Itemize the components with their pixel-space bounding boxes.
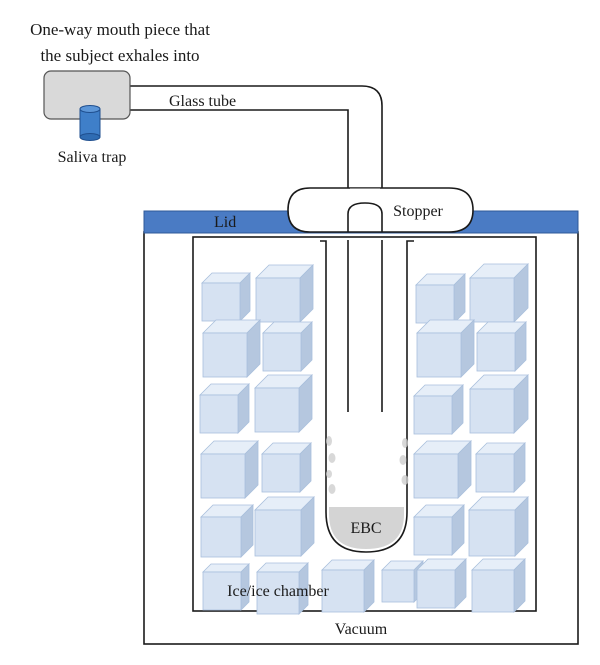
ice-cube <box>416 319 475 378</box>
ice-cube <box>471 558 526 613</box>
saliva-trap-label: Saliva trap <box>58 149 127 166</box>
ice-cube <box>202 319 261 378</box>
glass-tube-inner-wall <box>128 109 349 190</box>
stopper <box>287 187 474 233</box>
ice-chamber-label: Ice/ice chamber <box>227 583 329 600</box>
ice-cube <box>262 321 313 372</box>
glass-tube-label: Glass tube <box>169 93 236 110</box>
ice-cube <box>261 442 312 493</box>
ice-cube <box>202 563 250 611</box>
ice-cube <box>413 384 464 435</box>
ice-cube <box>416 558 467 609</box>
stopper-label: Stopper <box>393 203 443 220</box>
ice-cube <box>468 496 529 557</box>
mouthpiece-label-line2: the subject exhales into <box>40 46 199 65</box>
ice-cube <box>415 273 466 324</box>
lid-label: Lid <box>214 214 236 231</box>
ebc-label: EBC <box>350 520 381 537</box>
ice-cube <box>200 504 254 558</box>
vacuum-label: Vacuum <box>335 621 388 638</box>
ice-cube <box>413 440 472 499</box>
ice-cube <box>321 559 375 613</box>
mouthpiece-label-line1: One-way mouth piece that <box>30 20 210 39</box>
ice-cube <box>469 374 529 434</box>
ebc-liquid <box>329 507 404 549</box>
ice-cube <box>201 272 251 322</box>
collection-cup <box>320 240 414 553</box>
ice-cube <box>476 321 527 372</box>
ice-cube <box>254 374 313 433</box>
ice-cube <box>254 496 315 557</box>
ice-cube <box>256 562 309 615</box>
ice-cubes <box>199 263 529 615</box>
ice-cube <box>255 264 314 323</box>
glass-tube-outer-wall <box>128 85 383 190</box>
ice-cube <box>200 440 259 499</box>
ice-cube <box>475 442 526 493</box>
ice-cube <box>413 504 465 556</box>
condensation-droplets <box>326 436 409 494</box>
ice-cube <box>199 383 250 434</box>
ice-cube <box>469 263 529 323</box>
saliva-trap <box>79 105 101 141</box>
